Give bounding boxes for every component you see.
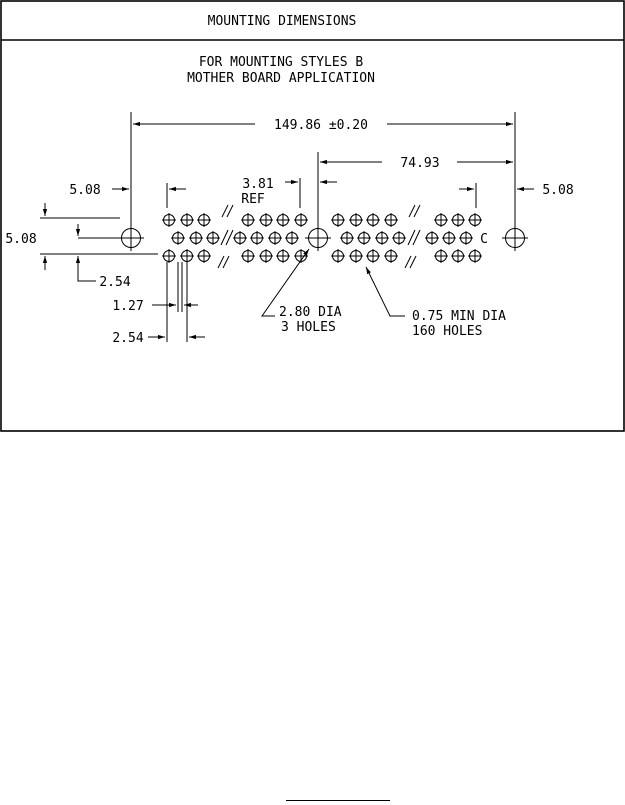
mount-hole-count-label: 3 HOLES: [281, 320, 336, 335]
footer-rule: [286, 800, 390, 801]
contact-hole-count-label: 160 HOLES: [412, 324, 482, 339]
half-length-label: 74.93: [400, 156, 439, 171]
contact-holes-right-group: [424, 212, 483, 264]
right-offset-label: 5.08: [542, 183, 573, 198]
row-marker-label: C: [480, 232, 488, 247]
mounting-drawing: MOUNTING DIMENSIONS FOR MOUNTING STYLES …: [0, 0, 625, 432]
column-pitch-label: 2.54: [112, 331, 143, 346]
contact-hole-leader: [365, 266, 405, 317]
subtitle-line-1: FOR MOUNTING STYLES B: [199, 55, 364, 70]
column-offset-label: 1.27: [112, 299, 143, 314]
contact-holes-mid-left-group: [232, 212, 309, 264]
header-title: MOUNTING DIMENSIONS: [208, 14, 357, 29]
subtitle-line-2: MOTHER BOARD APPLICATION: [187, 71, 375, 86]
contact-hole-size-label: 0.75 MIN DIA: [412, 309, 506, 324]
right-break-mark: [404, 204, 421, 269]
mount-hole-leader: [261, 248, 310, 317]
contact-holes-mid-right-group: [330, 212, 407, 264]
row-spacing-label: 2.54: [99, 275, 130, 290]
overall-length-label: 149.86 ±0.20: [274, 118, 368, 133]
contact-holes-left-group: [161, 212, 221, 264]
mounting-hole-center-icon: [304, 224, 332, 252]
mounting-hole-left-icon: [117, 224, 145, 252]
row-spacing-leader: [75, 256, 96, 282]
vertical-offset-label: 5.08: [5, 232, 36, 247]
drawing-border: [0, 0, 625, 432]
ref-label: REF: [241, 192, 265, 207]
mount-hole-size-label: 2.80 DIA: [279, 305, 342, 320]
mounting-hole-right-icon: [501, 224, 529, 252]
mounting-dimensions-frame: MOUNTING DIMENSIONS FOR MOUNTING STYLES …: [0, 0, 625, 432]
left-offset-label: 5.08: [69, 183, 100, 198]
left-break-mark: [217, 204, 234, 269]
ref-spacing-label: 3.81: [242, 177, 273, 192]
